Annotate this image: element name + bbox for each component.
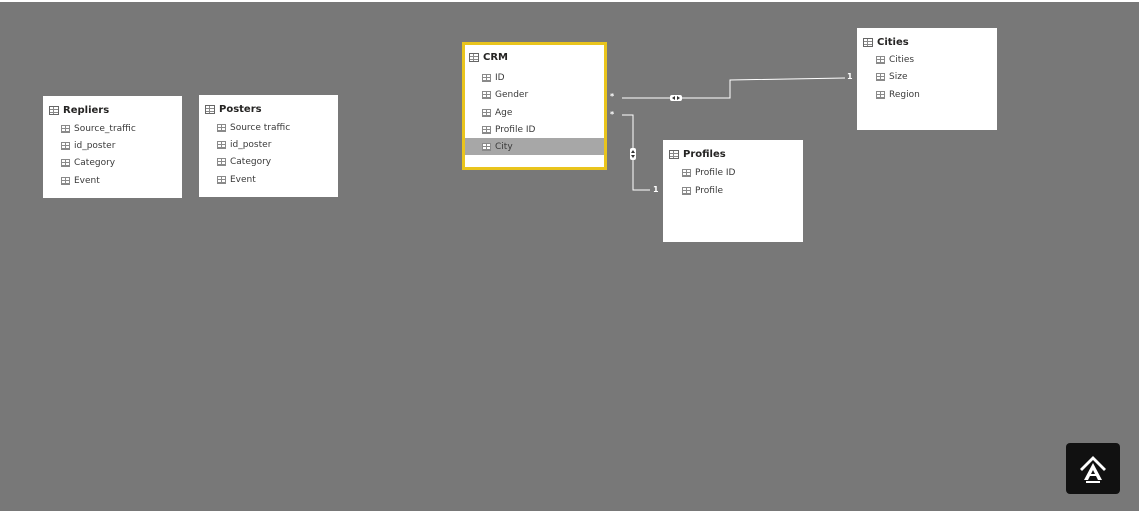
field-row[interactable]: Profile ID xyxy=(682,164,735,181)
column-icon xyxy=(482,73,491,82)
column-icon xyxy=(876,55,885,64)
column-icon xyxy=(876,72,885,81)
column-icon xyxy=(217,157,226,166)
field-row[interactable]: Profile xyxy=(682,182,723,199)
field-label: Size xyxy=(889,71,908,82)
field-row[interactable]: Profile ID xyxy=(482,121,535,138)
table-title: Posters xyxy=(219,103,262,115)
column-icon xyxy=(482,108,491,117)
table-title: Profiles xyxy=(683,148,726,160)
field-label: Cities xyxy=(889,54,915,65)
field-label: Source_traffic xyxy=(74,123,136,134)
field-row[interactable]: Cities xyxy=(876,51,914,68)
table-icon xyxy=(863,37,873,47)
field-label: Source traffic xyxy=(230,122,291,133)
field-label: ID xyxy=(495,72,505,83)
field-label: Event xyxy=(230,174,256,185)
table-icon xyxy=(469,52,479,62)
column-icon xyxy=(61,158,70,167)
column-icon xyxy=(61,176,70,185)
table-title: CRM xyxy=(483,51,508,63)
field-label: Age xyxy=(495,107,513,118)
cardinality-many-label: * xyxy=(610,110,615,119)
cardinality-many-label: * xyxy=(610,92,615,101)
field-row[interactable]: id_poster xyxy=(61,137,115,154)
column-icon xyxy=(61,124,70,133)
field-row[interactable]: id_poster xyxy=(217,136,271,153)
column-icon xyxy=(217,123,226,132)
crossfilter-both-icon xyxy=(670,95,682,101)
field-row[interactable]: Source_traffic xyxy=(61,120,136,137)
field-row[interactable]: Age xyxy=(482,104,512,121)
table-header[interactable]: Posters xyxy=(205,101,262,117)
field-row[interactable]: Source traffic xyxy=(217,119,290,136)
cardinality-one-label: 1 xyxy=(847,72,853,81)
table-card-profiles[interactable]: Profiles Profile ID Profile xyxy=(663,140,803,242)
field-row[interactable]: ID xyxy=(482,69,505,86)
field-label: id_poster xyxy=(74,140,116,151)
relationship-crm-cities-line xyxy=(622,77,846,99)
field-label: Event xyxy=(74,175,100,186)
column-icon xyxy=(482,90,491,99)
field-label: Profile ID xyxy=(495,124,536,135)
field-label: Profile xyxy=(695,185,723,196)
cardinality-one-label: 1 xyxy=(653,185,659,194)
table-title: Repliers xyxy=(63,104,110,116)
table-icon xyxy=(49,105,59,115)
column-icon xyxy=(61,141,70,150)
table-card-crm[interactable]: CRM ID Gender Age Profile ID City xyxy=(462,42,607,170)
table-card-repliers[interactable]: Repliers Source_traffic id_poster Catego… xyxy=(43,96,182,198)
table-header[interactable]: Cities xyxy=(863,34,909,50)
column-icon xyxy=(217,140,226,149)
field-label: City xyxy=(495,141,513,152)
column-icon xyxy=(482,125,491,134)
table-icon xyxy=(669,149,679,159)
field-label: Gender xyxy=(495,89,529,100)
column-icon xyxy=(876,90,885,99)
field-row[interactable]: Category xyxy=(61,154,115,171)
column-icon xyxy=(217,175,226,184)
field-row[interactable]: Region xyxy=(876,86,920,103)
field-label: Profile ID xyxy=(695,167,736,178)
table-card-posters[interactable]: Posters Source traffic id_poster Categor… xyxy=(199,95,338,197)
field-row-selected[interactable]: City xyxy=(465,138,604,155)
field-label: Category xyxy=(74,157,116,168)
brand-logo-icon xyxy=(1066,443,1120,494)
field-label: id_poster xyxy=(230,139,272,150)
table-header[interactable]: CRM xyxy=(469,49,508,65)
table-header[interactable]: Repliers xyxy=(49,102,109,118)
field-label: Region xyxy=(889,89,920,100)
field-row[interactable]: Category xyxy=(217,153,271,170)
field-row[interactable]: Event xyxy=(217,171,256,188)
table-card-cities[interactable]: Cities Cities Size Region xyxy=(857,28,997,130)
crossfilter-both-icon xyxy=(630,148,636,160)
table-icon xyxy=(205,104,215,114)
column-icon xyxy=(682,186,691,195)
field-row[interactable]: Event xyxy=(61,172,100,189)
brand-logo-glyph xyxy=(1080,455,1106,483)
column-icon xyxy=(682,168,691,177)
field-row[interactable]: Gender xyxy=(482,86,528,103)
table-title: Cities xyxy=(877,36,909,48)
field-row[interactable]: Size xyxy=(876,68,907,85)
field-label: Category xyxy=(230,156,272,167)
table-header[interactable]: Profiles xyxy=(669,146,726,162)
column-icon xyxy=(482,142,491,151)
